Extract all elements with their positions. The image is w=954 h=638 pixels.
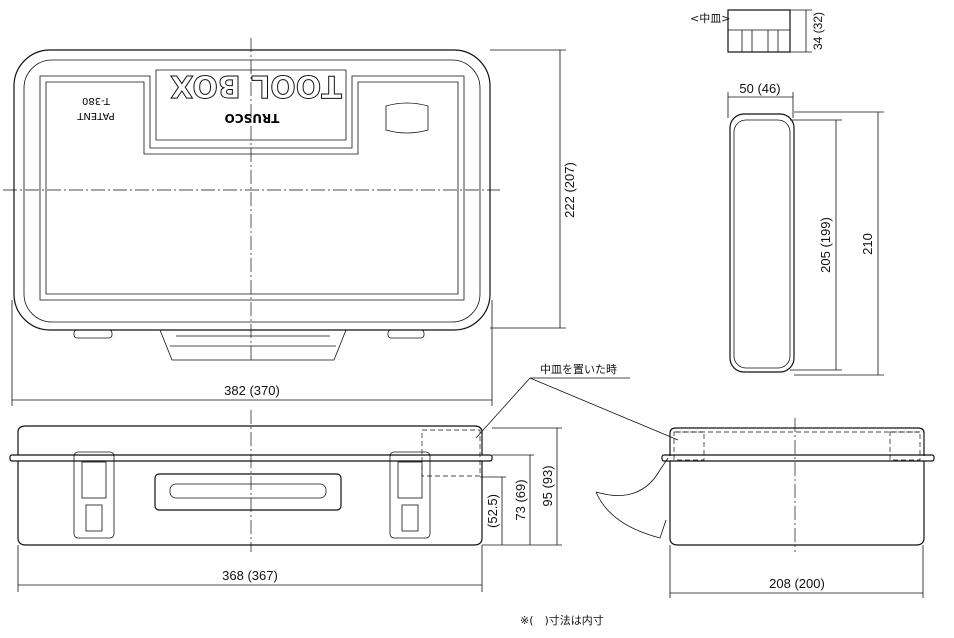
model-marking: T-380: [82, 95, 111, 106]
dim-top-width: 382 (370): [224, 383, 280, 398]
patent-marking: PATENT: [76, 110, 114, 121]
dim-tray-length: 205 (199): [818, 217, 833, 273]
dim-front-h3: 95 (93): [540, 465, 555, 506]
dim-top-height: 222 (207): [562, 162, 577, 218]
tray-placed-callout: 中皿を置いた時: [475, 363, 679, 441]
tray-view: <中皿> 34 (32) 50 (46) 205 (199) 210: [690, 9, 884, 376]
tray-placed-label: 中皿を置いた時: [540, 363, 617, 376]
top-view: TOOL BOX TRUSCO T-380 PATENT 222 (207) 3…: [3, 38, 577, 406]
brand-logo: TRUSCO: [225, 111, 280, 125]
dim-front-h2: 73 (69): [513, 479, 528, 520]
dim-tray-height: 34 (32): [811, 12, 825, 50]
dim-side-depth: 208 (200): [769, 576, 825, 591]
front-view: 368 (367) (52.5) 73 (69) 95 (93): [9, 410, 562, 592]
dim-front-h1: (52.5): [485, 494, 500, 528]
dim-front-width: 368 (367): [222, 568, 278, 583]
side-view: 208 (200): [595, 418, 935, 598]
tool-box-logo: TOOL BOX: [170, 68, 341, 103]
tray-label: <中皿>: [690, 12, 730, 25]
dim-tray-width: 50 (46): [739, 81, 780, 96]
dimension-note: ※( )寸法は内寸: [520, 613, 604, 627]
dim-tray-outer-length: 210: [860, 233, 875, 255]
